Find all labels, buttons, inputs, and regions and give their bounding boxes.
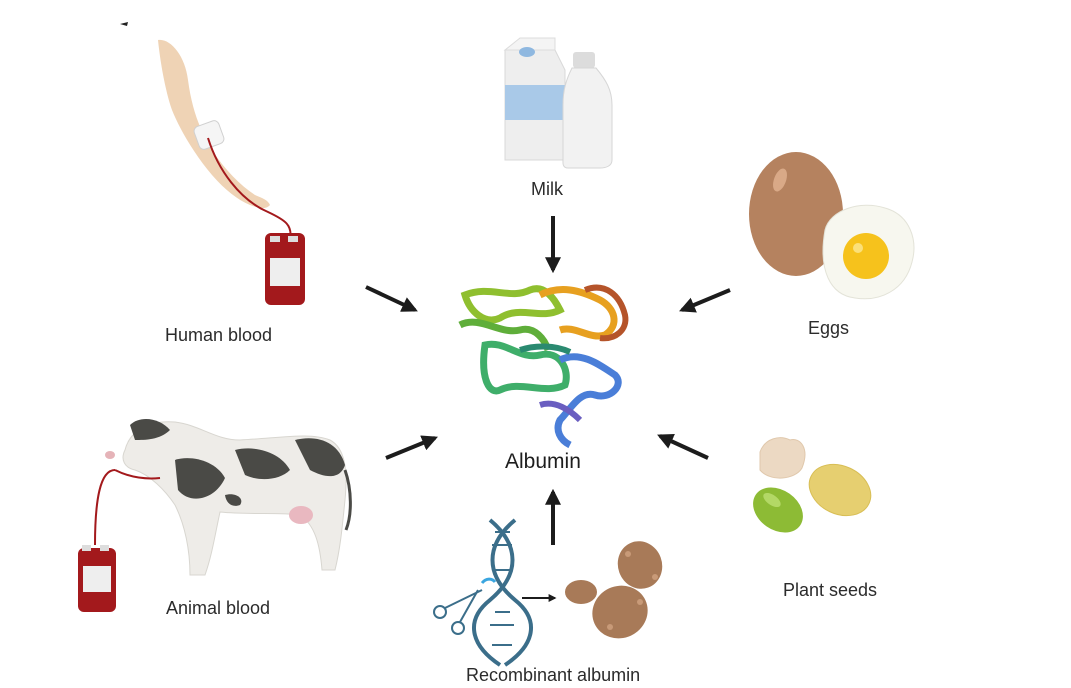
label-milk: Milk <box>531 179 563 199</box>
egg-icon <box>749 152 915 300</box>
cow-blood-bag-icon <box>78 418 352 612</box>
label-recombinant-albumin: Recombinant albumin <box>466 665 641 685</box>
arrow-human-blood <box>365 285 418 312</box>
label-albumin: Albumin <box>505 450 581 473</box>
label-plant-seeds: Plant seeds <box>783 580 878 600</box>
label-eggs: Eggs <box>808 318 850 338</box>
protein-structure-icon <box>458 284 629 449</box>
label-human-blood: Human blood <box>165 325 273 345</box>
label-animal-blood: Animal blood <box>166 598 271 618</box>
arrow-animal-blood <box>385 435 438 460</box>
arrows <box>365 216 731 545</box>
seeds-icon <box>753 437 872 533</box>
milk-carton-bottle-icon <box>503 37 613 169</box>
arrow-plant-seeds <box>657 434 709 460</box>
arm-blood-bag-icon <box>158 39 305 305</box>
arrow-eggs <box>679 288 731 313</box>
stray-mark <box>120 22 128 26</box>
dna-scissors-yeast-icon <box>433 518 663 667</box>
